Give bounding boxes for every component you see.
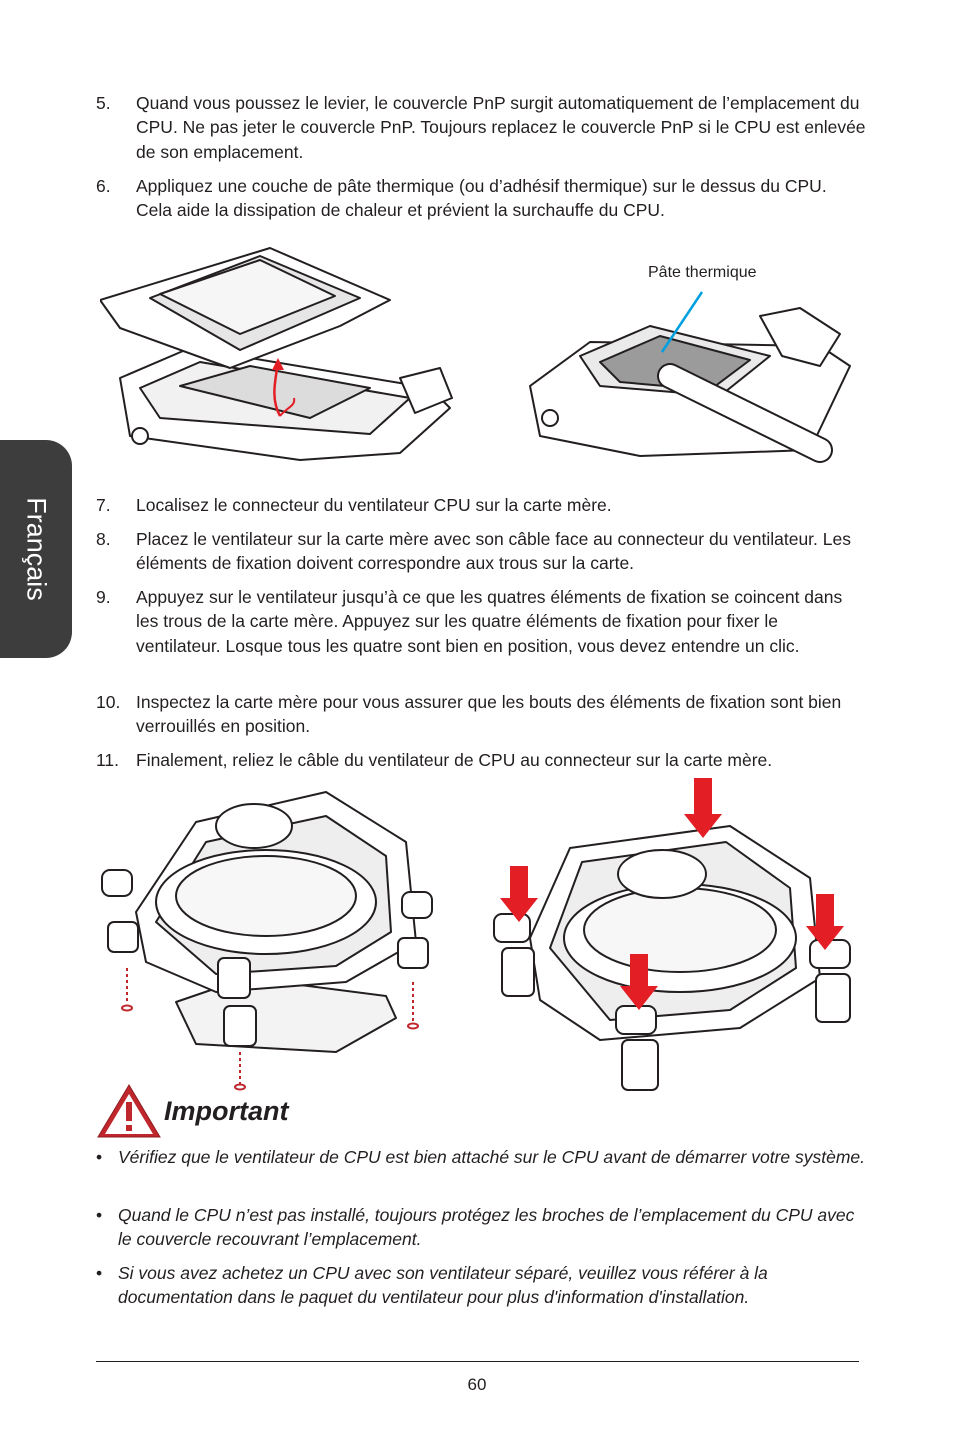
step-number: 5. [96,93,111,113]
step-6: 6. Appliquez une couche de pâte thermiqu… [96,174,866,223]
step-number: 10. [96,692,121,712]
bullet-text: Quand le CPU n’est pas installé, toujour… [118,1205,855,1250]
important-bullet: • Si vous avez achetez un CPU avec son v… [96,1261,866,1310]
important-bullet: • Vérifiez que le ventilateur de CPU est… [96,1145,866,1169]
socket-cover-illustration [100,247,453,461]
step-number: 11. [96,750,120,770]
step-10: 10. Inspectez la carte mère pour vous as… [96,690,866,739]
step-9: 9. Appuyez sur le ventilateur jusqu’à ce… [96,585,866,658]
step-8: 8. Placez le ventilateur sur la carte mè… [96,527,866,576]
step-text: Quand vous poussez le levier, le couverc… [136,93,866,162]
step-5: 5. Quand vous poussez le levier, le couv… [96,91,866,164]
page-number: 60 [467,1375,487,1394]
bullet-marker: • [96,1147,103,1167]
step-text: Appliquez une couche de pâte thermique (… [136,176,827,221]
bullet-text: Vérifiez que le ventilateur de CPU est b… [118,1147,866,1167]
step-number: 9. [96,587,111,607]
step-number: 7. [96,495,111,515]
important-heading: Important [164,1096,289,1126]
thermal-paste-illustration [529,291,851,463]
step-number: 6. [96,176,111,196]
step-text: Inspectez la carte mère pour vous assure… [136,692,842,737]
step-text: Appuyez sur le ventilateur jusqu’à ce qu… [136,587,843,656]
step-text: Finalement, reliez le câble du ventilate… [136,750,773,770]
bullet-marker: • [96,1263,103,1283]
fan-alignment-illustration [101,791,433,1091]
language-tab: Français [0,440,72,658]
step-text: Placez le ventilateur sur la carte mère … [136,529,851,574]
footer-divider [96,1361,859,1362]
thermal-paste-label: Pâte thermique [648,264,757,281]
step-text: Localisez le connecteur du ventilateur C… [136,495,612,515]
language-tab-label: Français [21,497,52,601]
warning-triangle-icon [97,1084,161,1138]
bullet-marker: • [96,1205,103,1225]
step-number: 8. [96,529,111,549]
bullet-text: Si vous avez achetez un CPU avec son ven… [118,1263,768,1308]
step-11: 11. Finalement, reliez le câble du venti… [96,748,866,772]
important-bullet: • Quand le CPU n’est pas installé, toujo… [96,1203,866,1252]
step-7: 7. Localisez le connecteur du ventilateu… [96,493,866,517]
fan-press-illustration [493,778,851,1091]
